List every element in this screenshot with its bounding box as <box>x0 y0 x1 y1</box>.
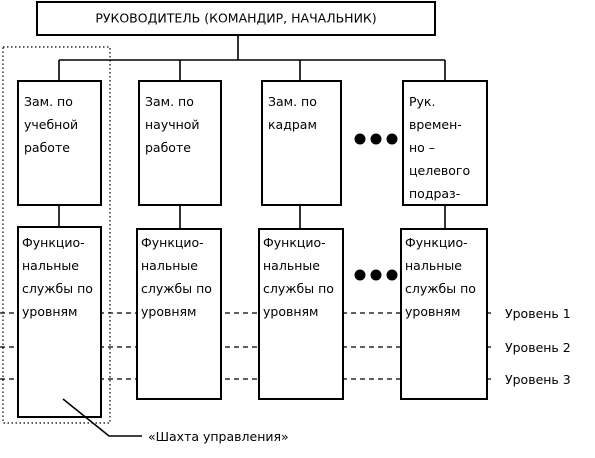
service-2-line-1: Функцио- <box>141 235 204 250</box>
shaft-pointer-line <box>62 398 142 437</box>
ellipsis-dot <box>354 269 366 281</box>
service-3-line-1: Функцио- <box>263 235 326 250</box>
management-shaft-frame <box>2 46 111 424</box>
ellipsis-dots <box>354 133 398 281</box>
service-1-line-1: Функцио- <box>22 235 85 250</box>
service-2-line-4: уровням <box>141 304 196 319</box>
head-box <box>36 1 436 36</box>
service-box-3 <box>258 228 344 400</box>
deputy-box-4 <box>402 80 488 206</box>
deputy-box-3 <box>261 80 342 206</box>
deputy-2-line-1: Зам. по <box>145 94 194 109</box>
deputy-4-line-3: но – <box>409 140 435 155</box>
service-4-line-3: службы по <box>405 281 476 296</box>
ellipsis-dot <box>386 133 398 145</box>
deputy-4-line-2: времен- <box>409 117 462 132</box>
connector-lines <box>58 35 446 229</box>
deputy-1-line-2: учебной <box>24 117 78 132</box>
deputy-box-2 <box>138 80 222 206</box>
service-3-line-3: службы по <box>263 281 334 296</box>
ellipsis-dot <box>370 133 382 145</box>
deputy-2-line-2: научной <box>145 117 200 132</box>
deputy-4-line-1: Рук. <box>409 94 435 109</box>
service-box-2 <box>136 228 222 400</box>
deputy-4-line-5: подраз- <box>409 186 460 201</box>
deputy-3-line-1: Зам. по <box>268 94 317 109</box>
level-label-1: Уровень 1 <box>505 306 571 321</box>
deputy-1-line-1: Зам. по <box>24 94 73 109</box>
head-label: РУКОВОДИТЕЛЬ (КОМАНДИР, НАЧАЛЬНИК) <box>95 11 376 26</box>
level-label-2: Уровень 2 <box>505 340 571 355</box>
level-label-3: Уровень 3 <box>505 372 571 387</box>
service-box-1 <box>17 226 102 418</box>
service-4-line-4: уровням <box>405 304 460 319</box>
ellipsis-dot <box>354 133 366 145</box>
ellipsis-dot <box>386 269 398 281</box>
service-2-line-3: службы по <box>141 281 212 296</box>
service-1-line-3: службы по <box>22 281 93 296</box>
deputy-boxes: Зам. по учебной работе Зам. по научной р… <box>17 80 488 206</box>
service-box-4 <box>400 228 488 400</box>
deputy-box-1 <box>17 80 102 206</box>
service-boxes: Функцио- нальные службы по уровням Функц… <box>17 226 488 418</box>
service-2-line-2: нальные <box>141 258 198 273</box>
deputy-1-line-3: работе <box>24 140 70 155</box>
ellipsis-dot <box>370 269 382 281</box>
deputy-3-line-2: кадрам <box>268 117 317 132</box>
service-1-line-2: нальные <box>22 258 79 273</box>
service-3-line-2: нальные <box>263 258 320 273</box>
service-4-line-2: нальные <box>405 258 462 273</box>
service-3-line-4: уровням <box>263 304 318 319</box>
shaft-label: «Шахта управления» <box>148 429 289 444</box>
service-4-line-1: Функцио- <box>405 235 468 250</box>
deputy-2-line-3: работе <box>145 140 191 155</box>
deputy-4-line-4: целевого <box>409 163 470 178</box>
service-1-line-4: уровням <box>22 304 77 319</box>
